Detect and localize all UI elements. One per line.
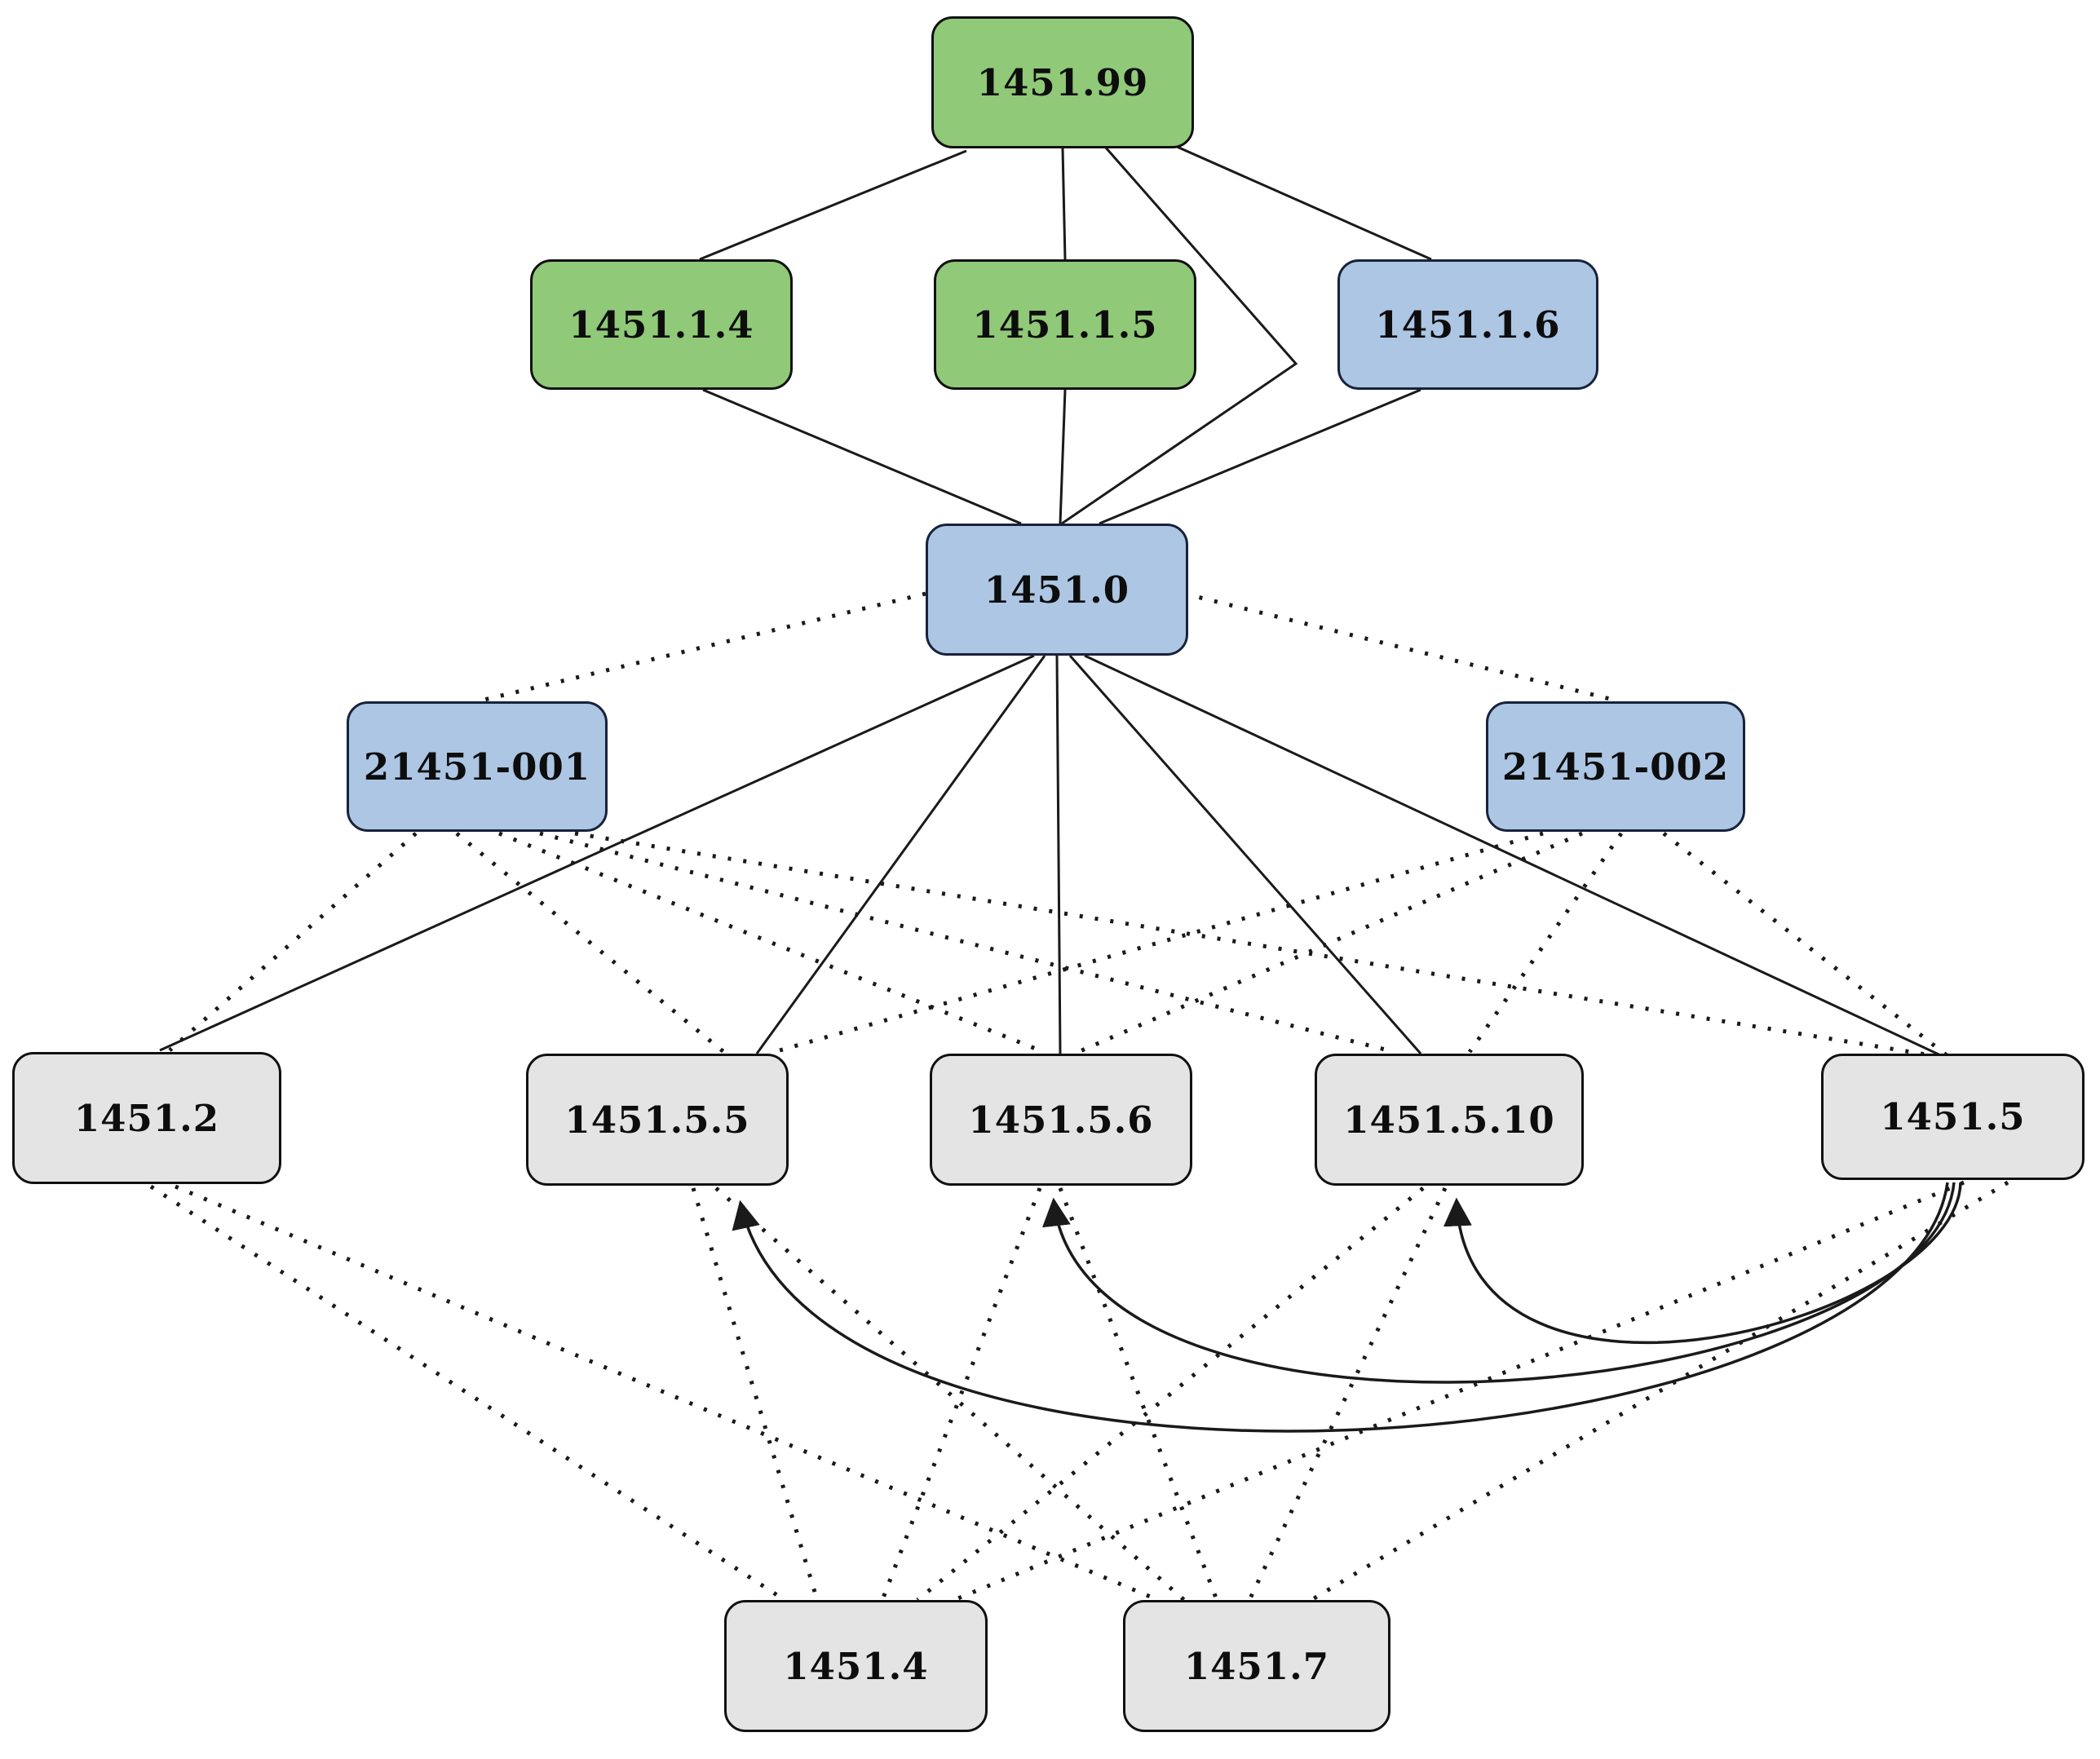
node-label: 1451.5 <box>1880 1095 2026 1138</box>
edge-1451-5-10-to-1451-7 <box>1247 1187 1448 1602</box>
node-1451-2: 1451.2 <box>12 1052 281 1184</box>
node-label: 1451.0 <box>984 568 1130 612</box>
edge-1451-0-to-1451-5-6 <box>1055 655 1062 1054</box>
node-label: 21451-001 <box>363 745 591 789</box>
node-21451-002: 21451-002 <box>1486 701 1745 832</box>
node-label: 1451.99 <box>976 60 1149 104</box>
node-1451-5-5: 1451.5.5 <box>526 1054 789 1186</box>
node-1451-99: 1451.99 <box>931 16 1194 148</box>
node-1451-1-5: 1451.1.5 <box>934 259 1196 390</box>
edge-1451-5-to-1451-4 <box>953 1180 1965 1602</box>
node-1451-7: 1451.7 <box>1123 1600 1390 1732</box>
node-1451-0: 1451.0 <box>926 524 1188 656</box>
node-1451-4: 1451.4 <box>724 1600 988 1732</box>
node-1451-5: 1451.5 <box>1821 1054 2085 1180</box>
node-label: 21451-002 <box>1501 745 1730 789</box>
node-label: 1451.4 <box>783 1644 929 1688</box>
edge-1451-0-to-21451-002 <box>1183 591 1614 702</box>
edge-1451-5-5-to-1451-7 <box>714 1187 1186 1602</box>
edge-1451-99-to-1451-1-6 <box>1167 141 1432 261</box>
node-21451-001: 21451-001 <box>347 701 608 832</box>
node-1451-5-10: 1451.5.10 <box>1315 1054 1584 1186</box>
node-label: 1451.1.5 <box>972 303 1158 347</box>
edge-21451-001-to-1451-2 <box>168 832 418 1052</box>
node-label: 1451.7 <box>1183 1644 1330 1688</box>
edge-1451-99-to-1451-1-5 <box>1061 148 1067 260</box>
edge-21451-001-to-1451-5-10 <box>539 831 1395 1054</box>
node-label: 1451.5.6 <box>968 1098 1154 1142</box>
node-label: 1451.5.5 <box>564 1098 750 1142</box>
edge-1451-2-to-1451-7 <box>175 1184 1159 1602</box>
edge-1451-0-to-1451-5-10 <box>1068 655 1422 1054</box>
arrow-1451-5-to-1451-5-6 <box>1042 1182 1956 1384</box>
node-1451-1-4: 1451.1.4 <box>530 259 793 390</box>
edge-1451-99-to-1451-1-4 <box>699 149 967 261</box>
edge-1451-1-5-to-1451-0 <box>1059 389 1067 524</box>
node-label: 1451.1.6 <box>1375 303 1561 347</box>
node-1451-5-6: 1451.5.6 <box>930 1054 1192 1186</box>
node-label: 1451.5.10 <box>1343 1098 1555 1142</box>
arrow-1451-5-to-1451-5-5 <box>732 1182 1949 1433</box>
edge-1451-5-10-to-1451-4 <box>916 1187 1425 1602</box>
edge-1451-0-to-1451-2 <box>159 654 1035 1052</box>
edge-1451-0-to-1451-5-5 <box>755 655 1046 1054</box>
edge-1451-1-4-to-1451-0 <box>702 388 1022 525</box>
edge-21451-001-to-1451-5-5 <box>455 832 727 1055</box>
arrow-1451-5-to-1451-5-10 <box>1443 1182 1962 1345</box>
edge-1451-0-to-21451-001 <box>484 591 926 702</box>
node-label: 1451.1.4 <box>568 303 754 347</box>
node-1451-1-6: 1451.1.6 <box>1337 259 1598 390</box>
edge-1451-5-6-to-1451-4 <box>880 1187 1042 1601</box>
edge-1451-5-5-to-1451-4 <box>691 1187 820 1601</box>
edge-21451-002-to-1451-5-10 <box>1467 832 1624 1054</box>
edge-1451-5-to-1451-7 <box>1310 1180 2009 1602</box>
edge-1451-1-6-to-1451-0 <box>1099 388 1421 525</box>
edge-1451-99-to-1451-0 <box>1061 146 1298 525</box>
edge-1451-2-to-1451-4 <box>149 1184 786 1602</box>
edge-1451-0-to-1451-5 <box>1084 654 1948 1060</box>
node-label: 1451.2 <box>73 1096 220 1140</box>
edge-1451-5-6-to-1451-7 <box>1058 1187 1219 1601</box>
